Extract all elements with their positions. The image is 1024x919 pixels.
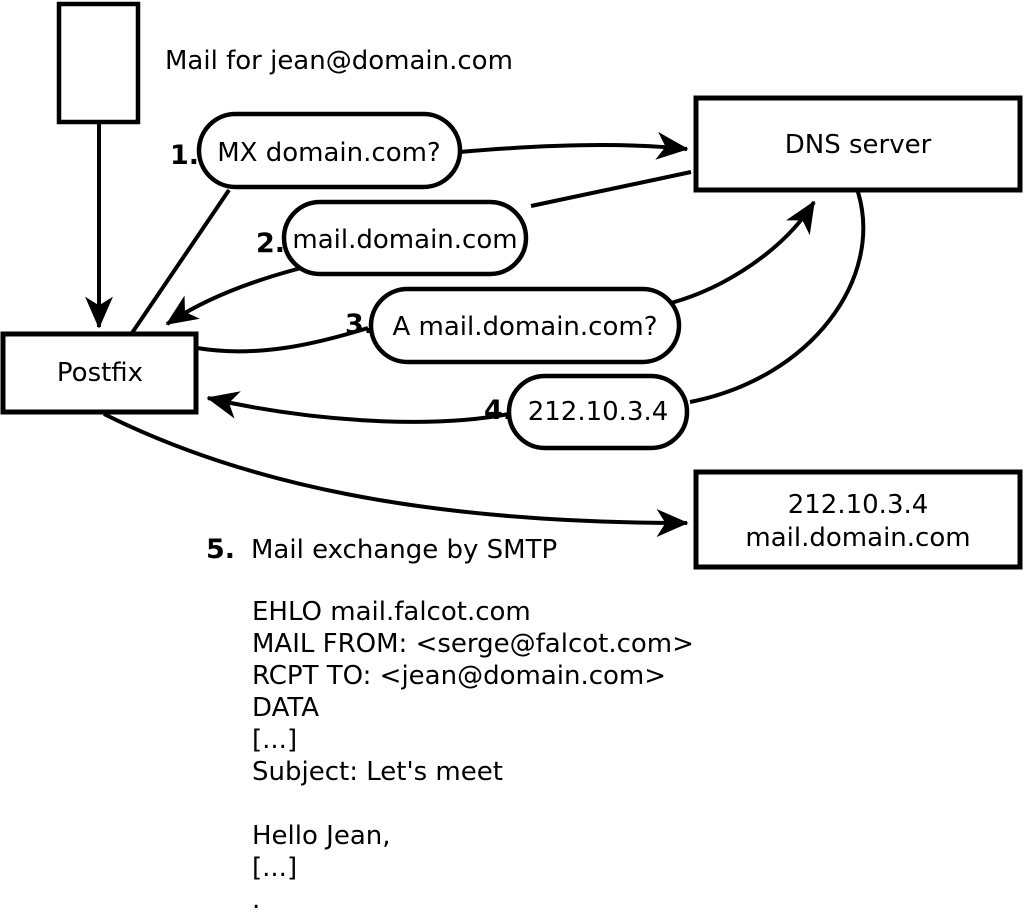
arrow-postfix-to-mailserver (103, 412, 689, 537)
smtp-session-block: EHLO mail.falcot.com MAIL FROM: <serge@f… (252, 597, 694, 915)
smtp-line-3: DATA (252, 693, 319, 723)
query-pill-mx (196, 111, 463, 190)
smtp-line-4: [...] (252, 725, 297, 755)
step-number-4: 4. (484, 395, 513, 426)
smtp-line-9: . (252, 885, 260, 915)
smtp-line-7: Hello Jean, (252, 821, 391, 851)
query-mx-label: MX domain.com? (217, 138, 440, 168)
postfix-box (0, 331, 199, 415)
arrow-query3-to-dns (670, 200, 816, 305)
step-number-1: 1. (170, 140, 199, 171)
line-dns-to-answer2 (530, 170, 692, 208)
step-number-5: 5. (206, 534, 235, 565)
mail-server-box (693, 469, 1023, 570)
postfix-label: Postfix (57, 358, 143, 388)
mail-server-ip-label: 212.10.3.4 (788, 490, 929, 520)
smtp-exchange-label: Mail exchange by SMTP (251, 535, 557, 565)
query-a-label: A mail.domain.com? (393, 312, 658, 342)
line-postfix-to-query1 (130, 188, 231, 335)
query-pill-a (368, 286, 682, 365)
answer-pill-mx (281, 199, 529, 277)
smtp-line-0: EHLO mail.falcot.com (252, 597, 531, 627)
arrow-answer2-to-postfix (165, 266, 302, 326)
mail-server-host-label: mail.domain.com (745, 523, 970, 553)
line-dns-to-answer4 (689, 191, 866, 404)
line-postfix-to-query3 (196, 326, 369, 354)
smtp-line-2: RCPT TO: <jean@domain.com> (252, 661, 666, 691)
answer-mx-label: mail.domain.com (292, 225, 517, 255)
smtp-line-5: Subject: Let's meet (252, 757, 503, 787)
answer-pill-a (506, 373, 690, 451)
smtp-line-8: [...] (252, 853, 297, 883)
step-number-3: 3. (345, 309, 374, 340)
answer-a-label: 212.10.3.4 (528, 397, 669, 427)
dns-server-label: DNS server (785, 130, 932, 160)
mail-envelope-shape (56, 1, 141, 125)
dns-server-box (693, 95, 1023, 193)
step-number-2: 2. (256, 228, 285, 259)
smtp-line-1: MAIL FROM: <serge@falcot.com> (252, 629, 694, 659)
caption-mail-for: Mail for jean@domain.com (165, 46, 513, 76)
arrow-answer4-to-postfix (206, 391, 510, 424)
arrow-query1-to-dns (459, 131, 689, 160)
